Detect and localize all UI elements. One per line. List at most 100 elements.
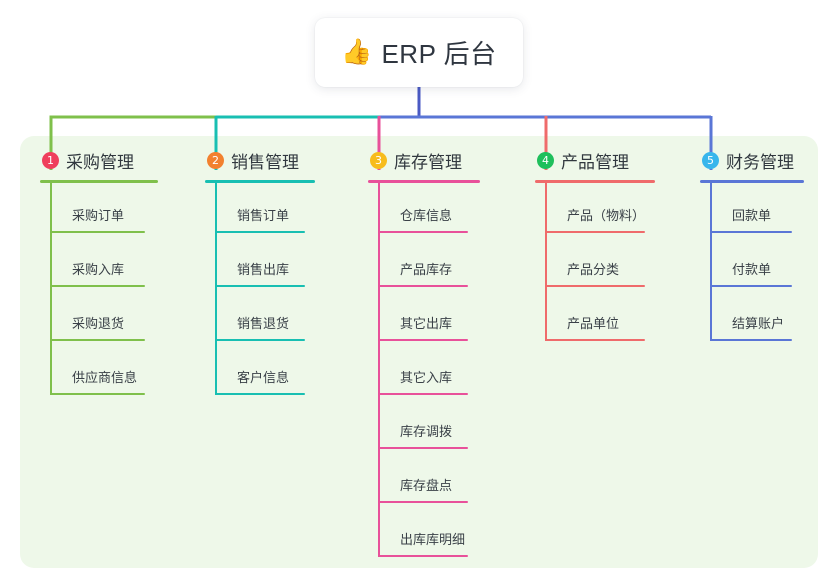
branch-column-库存管理: 3 库存管理仓库信息产品库存其它出库其它入库库存调拨库存盘点出库库明细 [368, 148, 480, 561]
branch-trunk-line [378, 183, 380, 557]
branch-leaf-label: 产品库存 [400, 262, 453, 277]
branch-leaf-label: 销售出库 [237, 262, 290, 277]
branch-header[interactable]: 1 采购管理 [40, 148, 158, 172]
branch-leaf-label: 产品分类 [567, 262, 620, 277]
branch-leaf-label: 客户信息 [237, 370, 290, 385]
branch-leaf-item[interactable]: 产品单位 [535, 291, 655, 345]
branch-leaf-label: 销售退货 [237, 316, 290, 331]
branch-leaf-list: 采购订单采购入库采购退货供应商信息 [40, 183, 158, 399]
branch-header-rule [535, 180, 655, 183]
root-node-content: 👍 ERP 后台 [341, 34, 496, 71]
branch-leaf-item[interactable]: 销售订单 [205, 183, 315, 237]
branch-leaf-item[interactable]: 产品库存 [368, 237, 480, 291]
branch-title: 采购管理 [66, 152, 134, 172]
root-node-title: ERP 后台 [381, 39, 497, 69]
thumbs-up-icon: 👍 [341, 38, 373, 66]
branch-number-badge: 4 [537, 151, 554, 169]
branch-leaf-item[interactable]: 付款单 [700, 237, 804, 291]
branch-leaf-rule [378, 555, 468, 557]
branch-leaf-rule [215, 393, 305, 395]
branch-trunk-line [545, 183, 547, 341]
branch-leaf-item[interactable]: 采购入库 [40, 237, 158, 291]
branch-leaf-item[interactable]: 产品（物料） [535, 183, 655, 237]
branch-number-badge: 1 [42, 151, 59, 169]
branch-leaf-rule [378, 393, 468, 395]
branch-leaf-item[interactable]: 其它出库 [368, 291, 480, 345]
branch-header[interactable]: 3 库存管理 [368, 148, 480, 172]
branch-leaf-item[interactable]: 库存盘点 [368, 453, 480, 507]
branch-column-销售管理: 2 销售管理销售订单销售出库销售退货客户信息 [205, 148, 315, 399]
branch-leaf-item[interactable]: 回款单 [700, 183, 804, 237]
branch-leaf-label: 库存调拨 [400, 424, 453, 439]
branch-header-rule [700, 180, 804, 183]
branch-leaf-rule [378, 285, 468, 287]
branch-title: 财务管理 [726, 152, 794, 172]
branch-leaf-list: 销售订单销售出库销售退货客户信息 [205, 183, 315, 399]
branch-leaf-item[interactable]: 销售退货 [205, 291, 315, 345]
branch-number-badge: 5 [702, 151, 719, 169]
branch-leaf-rule [378, 501, 468, 503]
branch-header[interactable]: 4 产品管理 [535, 148, 655, 172]
branch-leaf-label: 供应商信息 [72, 370, 138, 385]
branch-title: 库存管理 [394, 152, 462, 172]
branch-leaf-rule [378, 231, 468, 233]
branch-leaf-label: 库存盘点 [400, 478, 453, 493]
branch-leaf-rule [378, 339, 468, 341]
branch-header[interactable]: 5 财务管理 [700, 148, 804, 172]
branch-column-采购管理: 1 采购管理采购订单采购入库采购退货供应商信息 [40, 148, 158, 399]
root-node-card[interactable]: 👍 ERP 后台 [315, 18, 523, 87]
branch-leaf-rule [50, 285, 145, 287]
branch-leaf-item[interactable]: 其它入库 [368, 345, 480, 399]
branch-header-rule [205, 180, 315, 183]
branch-leaf-list: 回款单付款单结算账户 [700, 183, 804, 345]
branch-leaf-item[interactable]: 结算账户 [700, 291, 804, 345]
branch-leaf-item[interactable]: 销售出库 [205, 237, 315, 291]
branch-leaf-label: 产品（物料） [567, 208, 646, 223]
branch-leaf-rule [50, 393, 145, 395]
branch-leaf-item[interactable]: 产品分类 [535, 237, 655, 291]
branch-leaf-rule [545, 339, 645, 341]
branch-leaf-rule [378, 447, 468, 449]
branch-leaf-list: 仓库信息产品库存其它出库其它入库库存调拨库存盘点出库库明细 [368, 183, 480, 561]
branch-title: 销售管理 [231, 152, 299, 172]
branch-leaf-item[interactable]: 采购退货 [40, 291, 158, 345]
branch-leaf-rule [545, 231, 645, 233]
branch-trunk-line [710, 183, 712, 341]
branch-number-badge: 3 [370, 151, 387, 169]
branch-leaf-rule [215, 339, 305, 341]
branch-leaf-item[interactable]: 采购订单 [40, 183, 158, 237]
branch-trunk-line [215, 183, 217, 395]
branch-leaf-label: 出库库明细 [400, 532, 466, 547]
branches-panel [20, 136, 818, 568]
branch-leaf-label: 其它出库 [400, 316, 453, 331]
branch-leaf-label: 采购退货 [72, 316, 125, 331]
branch-leaf-label: 回款单 [732, 208, 772, 223]
branch-leaf-label: 付款单 [732, 262, 772, 277]
branch-leaf-label: 结算账户 [732, 316, 785, 331]
branch-number-badge: 2 [207, 151, 224, 169]
branch-leaf-list: 产品（物料） 产品分类产品单位 [535, 183, 655, 345]
branch-title: 产品管理 [561, 152, 629, 172]
branch-leaf-item[interactable]: 出库库明细 [368, 507, 480, 561]
branch-header-rule [368, 180, 480, 183]
branch-leaf-rule [710, 285, 792, 287]
branch-leaf-label: 销售订单 [237, 208, 290, 223]
branch-leaf-rule [545, 285, 645, 287]
branch-leaf-rule [710, 339, 792, 341]
branch-header[interactable]: 2 销售管理 [205, 148, 315, 172]
branch-column-产品管理: 4 产品管理产品（物料） 产品分类产品单位 [535, 148, 655, 345]
branch-column-财务管理: 5 财务管理回款单付款单结算账户 [700, 148, 804, 345]
branch-leaf-item[interactable]: 库存调拨 [368, 399, 480, 453]
branch-leaf-label: 采购订单 [72, 208, 125, 223]
branch-leaf-item[interactable]: 仓库信息 [368, 183, 480, 237]
branch-leaf-item[interactable]: 客户信息 [205, 345, 315, 399]
branch-leaf-rule [215, 285, 305, 287]
branch-leaf-rule [215, 231, 305, 233]
branch-leaf-item[interactable]: 供应商信息 [40, 345, 158, 399]
branch-leaf-rule [710, 231, 792, 233]
branch-header-rule [40, 180, 158, 183]
branch-leaf-rule [50, 339, 145, 341]
branch-leaf-label: 产品单位 [567, 316, 620, 331]
branch-leaf-label: 其它入库 [400, 370, 453, 385]
